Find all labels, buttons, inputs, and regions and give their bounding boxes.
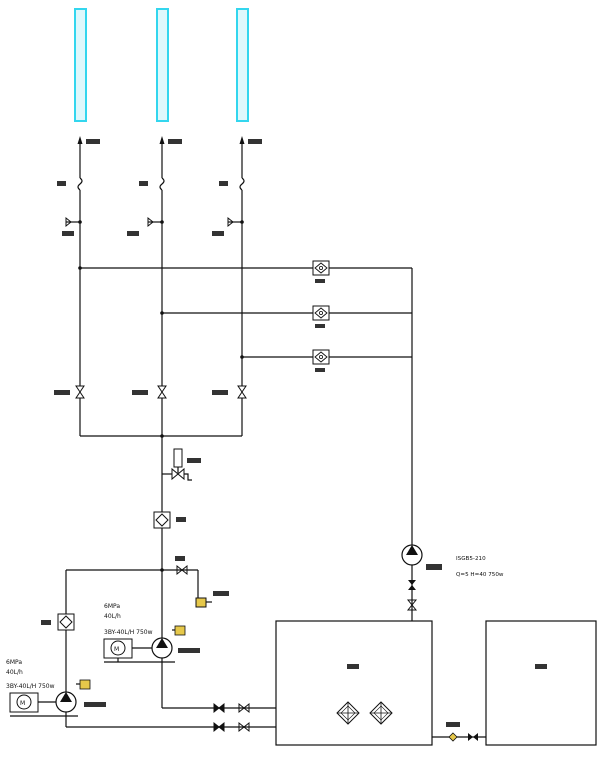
bowtie-valve-icon — [54, 385, 85, 399]
pump-2-flow: 40L/h — [104, 613, 121, 620]
svg-text:M: M — [114, 646, 119, 653]
pump-set-1: 6MPa 40L/h 3BY-40L/H 750w M — [6, 659, 106, 727]
filter-icon — [153, 511, 186, 529]
sampling-valve-2 — [127, 216, 164, 236]
pressure-gauge-icon — [76, 679, 91, 690]
left-filter — [41, 613, 75, 695]
feed-pump-model: ISGB5-210 — [456, 556, 486, 562]
main-tank — [275, 620, 433, 746]
pressure-gauge-icon — [172, 625, 186, 636]
valve-icon — [406, 580, 418, 611]
bowtie-valve-icon — [132, 385, 167, 399]
bypass-line — [65, 556, 229, 614]
secondary-tank — [485, 620, 597, 746]
feed-pump-spec: Q=5 H=40 750w — [456, 572, 504, 578]
check-valve-icon — [312, 349, 330, 372]
motor-icon: M — [103, 638, 133, 659]
suction-lines — [66, 702, 276, 733]
check-valve-icon — [312, 260, 330, 283]
return-headers — [78, 266, 413, 545]
motor-icon: M — [9, 692, 39, 713]
pump-icon — [55, 691, 77, 713]
membrane-columns — [74, 8, 249, 122]
valve-icon — [213, 702, 250, 714]
header-check-valves — [312, 260, 330, 372]
arrow-up-icon — [239, 136, 245, 144]
flexible-joint-icon — [239, 177, 245, 191]
pump-set-2: 6MPa 40L/h 3BY-40L/H 750w M — [103, 603, 200, 708]
arrow-up-icon — [159, 136, 165, 144]
diamond-filter-icon — [336, 701, 360, 725]
column-top-labels — [57, 139, 262, 186]
column-2 — [156, 8, 169, 122]
bowtie-valve-icon — [212, 385, 247, 399]
diamond-filter-icon — [369, 701, 393, 725]
column-3 — [236, 8, 249, 122]
pump-2-model: 3BY-40L/H 750w — [104, 629, 153, 636]
pump-1-flow: 40L/h — [6, 669, 23, 676]
arrow-up-icon — [77, 136, 83, 144]
main-supply-line — [153, 436, 201, 640]
column-inlet-valves — [54, 385, 247, 438]
svg-text:M: M — [20, 700, 25, 707]
column-1 — [74, 8, 87, 122]
sampling-valves — [62, 216, 244, 236]
column-feed-lines — [77, 136, 245, 386]
pump-icon — [151, 637, 173, 659]
bowtie-valve-icon — [175, 556, 188, 576]
tanks — [275, 620, 597, 746]
sampling-valve-1 — [62, 216, 82, 236]
relief-valve-icon — [195, 591, 229, 608]
sampling-valve-3 — [212, 216, 244, 236]
check-valve-icon — [312, 305, 330, 328]
pump-2-pressure: 6MPa — [104, 603, 120, 610]
transfer-valve-icon — [446, 722, 478, 742]
flexible-joint-icon — [159, 177, 165, 191]
feed-pump-set: ISGB5-210 Q=5 H=40 750w — [401, 544, 504, 621]
flexible-joint-icon — [77, 177, 83, 191]
pump-icon — [401, 544, 423, 566]
pump-1-model: 3BY-40L/H 750w — [6, 683, 55, 690]
pump-1-pressure: 6MPa — [6, 659, 22, 666]
pressure-regulating-valve-icon — [162, 448, 201, 481]
valve-icon — [213, 721, 250, 733]
